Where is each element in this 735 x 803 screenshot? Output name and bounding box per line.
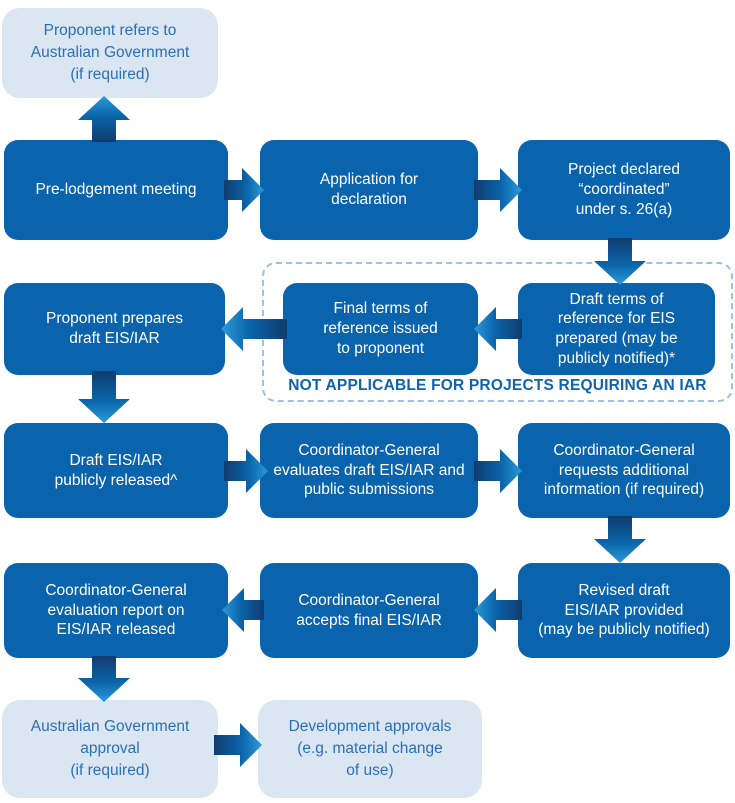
arrow-left-icon [474,588,522,632]
arrow-right-icon [214,723,262,767]
box-aus-gov-approval-label: Australian Government approval (if requi… [30,718,190,779]
arrow-right-icon [224,449,268,493]
box-refer-aus-gov-label: Proponent refers to Australian Governmen… [30,22,190,83]
box-draft-tor-label: Draft terms of reference for EIS prepare… [555,290,678,367]
arrow-left-icon [474,307,522,351]
arrow-left-icon [222,588,264,632]
box-prepares-draft: Proponent prepares draft EIS/IAR [4,283,225,375]
box-refer-aus-gov: Proponent refers to Australian Governmen… [2,8,218,98]
arrow-down-icon [78,656,130,702]
box-application-label: Application for declaration [319,171,419,208]
box-dev-approvals-label: Development approvals (e.g. material cha… [288,718,452,779]
box-revised-draft-label: Revised draft EIS/IAR provided (may be p… [538,581,710,639]
box-prepares-draft-label: Proponent prepares draft EIS/IAR [45,310,183,347]
box-requests-info: Coordinator-General requests additional … [518,423,730,518]
box-accepts-final-label: Coordinator-General accepts final EIS/IA… [296,591,442,629]
box-declared-label: Project declared “coordinated” under s. … [567,161,680,218]
box-final-tor: Final terms of reference issued to propo… [283,283,478,375]
box-declared: Project declared “coordinated” under s. … [518,140,730,240]
box-draft-tor: Draft terms of reference for EIS prepare… [518,283,715,375]
arrow-right-icon [224,168,264,212]
arrow-down-icon [594,238,646,285]
box-evaluates-label: Coordinator-General evaluates draft EIS/… [273,441,465,499]
box-draft-released: Draft EIS/IAR publicly released^ [4,423,228,518]
iar-exclusion-label: NOT APPLICABLE FOR PROJECTS REQUIRING AN… [288,377,707,394]
arrow-left-icon [221,307,287,351]
box-dev-approvals: Development approvals (e.g. material cha… [258,700,482,798]
box-revised-draft: Revised draft EIS/IAR provided (may be p… [518,563,730,658]
box-draft-released-label: Draft EIS/IAR publicly released^ [54,451,178,489]
box-evaluation-report: Coordinator-General evaluation report on… [4,563,228,658]
box-pre-lodgement-label: Pre-lodgement meeting [35,181,197,199]
arrow-right-icon [474,449,522,493]
arrow-right-icon [474,168,522,212]
arrow-down-icon [78,371,130,423]
box-final-tor-label: Final terms of reference issued to propo… [323,300,438,357]
box-aus-gov-approval: Australian Government approval (if requi… [2,700,218,798]
box-pre-lodgement: Pre-lodgement meeting [4,140,228,240]
arrow-up-icon [78,96,130,142]
arrow-down-icon [594,516,646,563]
box-application: Application for declaration [260,140,478,240]
box-accepts-final: Coordinator-General accepts final EIS/IA… [260,563,478,658]
box-evaluates: Coordinator-General evaluates draft EIS/… [260,423,478,518]
box-requests-info-label: Coordinator-General requests additional … [543,441,705,499]
box-evaluation-report-label: Coordinator-General evaluation report on… [45,581,187,639]
